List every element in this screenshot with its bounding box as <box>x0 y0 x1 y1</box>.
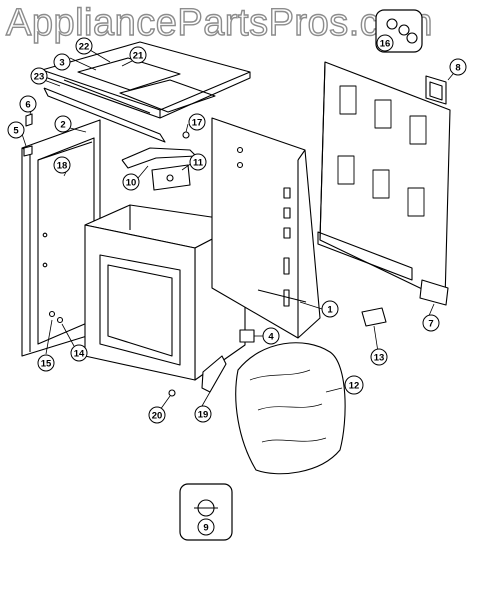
callout-circle-1 <box>321 300 339 318</box>
callout-circle-18 <box>53 156 71 174</box>
callout-circle-23 <box>30 67 48 85</box>
callout-9: 9 <box>203 523 208 534</box>
side-panel <box>211 117 321 339</box>
callout-19: 19 <box>198 410 209 421</box>
callout-labels: 1 2 3 4 5 6 7 8 9 10 11 12 13 14 15 16 1… <box>13 39 460 534</box>
callout-circle-20 <box>148 406 166 424</box>
callout-11: 11 <box>193 158 204 169</box>
hinge-19 <box>201 355 227 393</box>
part-8 <box>425 75 447 105</box>
front-trim-strip <box>43 87 166 143</box>
inset-9 <box>179 483 233 541</box>
callout-14: 14 <box>74 349 85 360</box>
callout-7: 7 <box>428 319 433 330</box>
callout-circle-10 <box>122 173 140 191</box>
callout-circle-16 <box>376 34 394 52</box>
callout-22: 22 <box>79 42 90 53</box>
callout-circle-13 <box>370 348 388 366</box>
callout-18: 18 <box>57 161 68 172</box>
callout-circle-2 <box>54 115 72 133</box>
callout-circle-19 <box>194 405 212 423</box>
screw-17 <box>182 131 190 139</box>
callout-circle-8 <box>449 58 467 76</box>
front-frame <box>21 119 101 357</box>
clip-4 <box>239 329 255 343</box>
callout-8: 8 <box>455 63 460 74</box>
hinge-11 <box>151 164 191 191</box>
screw-20 <box>168 389 176 397</box>
callout-circle-3 <box>53 53 71 71</box>
callout-21: 21 <box>133 51 144 62</box>
callout-5: 5 <box>13 126 19 137</box>
callout-circle-12 <box>344 375 364 395</box>
callout-circle-17 <box>188 113 206 131</box>
insulation-blanket <box>235 342 346 475</box>
screw-5 <box>23 145 33 157</box>
callout-3: 3 <box>59 58 64 69</box>
callout-circles <box>7 34 467 536</box>
callout-circle-11 <box>189 153 207 171</box>
screws-14-15 <box>48 310 64 324</box>
callout-6: 6 <box>25 100 30 111</box>
callout-circle-22 <box>75 37 93 55</box>
callout-12: 12 <box>349 381 360 392</box>
clip-13 <box>361 307 387 327</box>
bracket-7 <box>419 279 449 306</box>
callout-circle-14 <box>70 344 88 362</box>
callout-10: 10 <box>126 178 137 189</box>
callout-23: 23 <box>34 72 45 83</box>
callout-15: 15 <box>41 359 52 370</box>
callout-17: 17 <box>192 118 203 129</box>
callout-circle-15 <box>37 354 55 372</box>
callout-circle-21 <box>129 46 147 64</box>
back-panel <box>317 61 451 301</box>
callout-circle-6 <box>19 95 37 113</box>
callout-4: 4 <box>268 332 274 343</box>
callout-16: 16 <box>380 39 391 50</box>
screw-6 <box>25 113 33 127</box>
callout-20: 20 <box>152 411 163 422</box>
callout-2: 2 <box>60 120 65 131</box>
callout-circle-9 <box>197 518 215 536</box>
callout-circle-5 <box>7 121 25 139</box>
callout-circle-7 <box>422 314 440 332</box>
callout-circle-4 <box>262 327 280 345</box>
callout-1: 1 <box>327 305 333 316</box>
callout-13: 13 <box>374 353 385 364</box>
